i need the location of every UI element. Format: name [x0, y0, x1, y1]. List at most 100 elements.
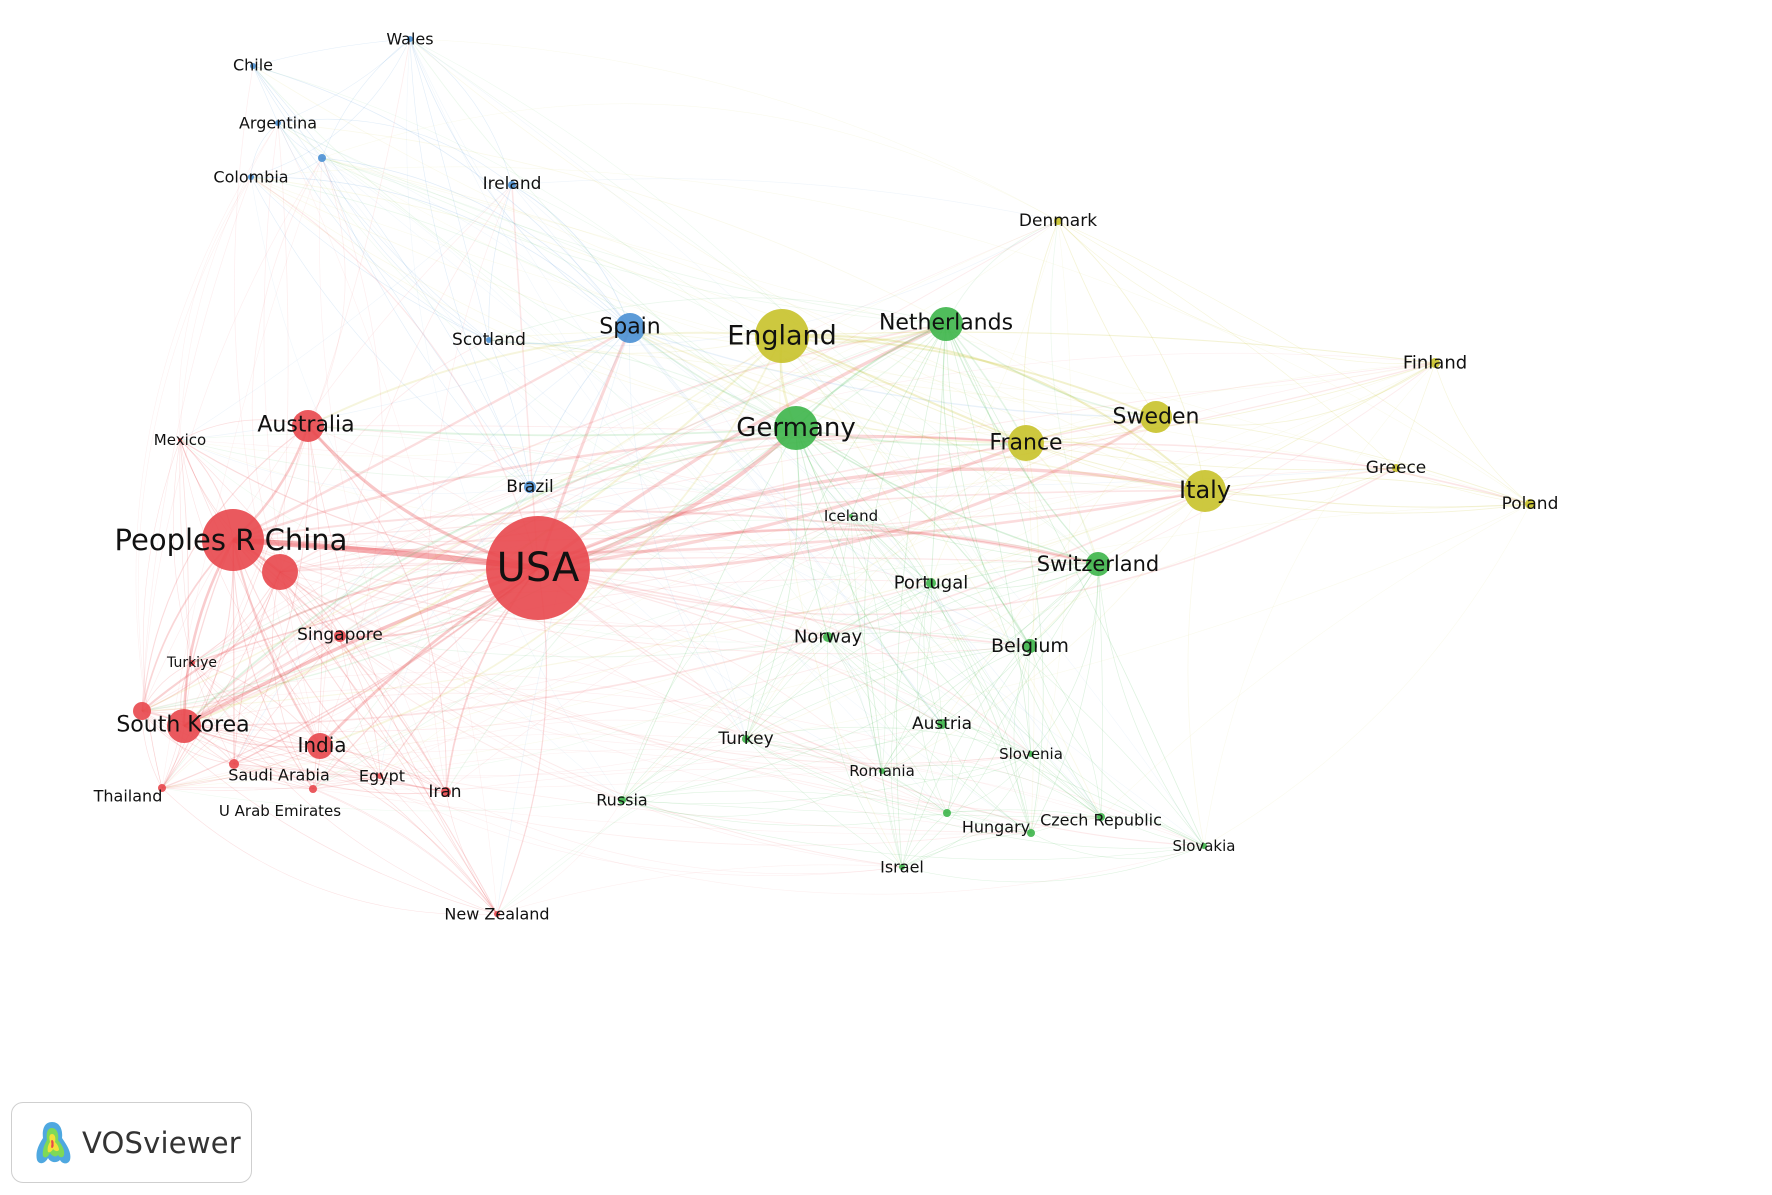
- link-france-portugal: [930, 442, 1027, 584]
- label-france: France: [989, 431, 1062, 456]
- node-russia[interactable]: [618, 796, 626, 804]
- link-germany-netherlands: [795, 323, 947, 429]
- node-poland[interactable]: [1525, 499, 1535, 509]
- node-finland[interactable]: [1430, 358, 1440, 368]
- link-spain-belgium: [629, 327, 1031, 647]
- node-turkey[interactable]: [742, 735, 750, 743]
- node-slovakia[interactable]: [1201, 843, 1207, 849]
- link-uae-pakistan: [141, 710, 314, 790]
- node-hungary[interactable]: [1027, 829, 1035, 837]
- node-australia[interactable]: [292, 410, 324, 442]
- link-singapore-slovenia: [339, 618, 1032, 755]
- link-france-italy: [1025, 440, 1206, 492]
- link-iran-netherlands: [445, 323, 947, 793]
- node-belgium[interactable]: [1023, 639, 1037, 653]
- link-india-iran: [319, 745, 447, 793]
- link-india-england: [319, 335, 783, 747]
- node-bluesmall[interactable]: [318, 154, 326, 162]
- node-brazil[interactable]: [524, 481, 536, 493]
- link-netherlands-romania: [864, 323, 947, 772]
- node-southkorea[interactable]: [167, 709, 201, 743]
- node-turkiye[interactable]: [189, 660, 195, 666]
- link-saudi-iran: [233, 763, 447, 793]
- link-mexico-portugal: [179, 434, 932, 584]
- node-czech[interactable]: [1097, 813, 1105, 821]
- link-mexico-egypt: [179, 439, 381, 777]
- node-spain[interactable]: [615, 313, 645, 343]
- link-portugal-greensmall: [917, 582, 948, 814]
- node-mexico[interactable]: [178, 438, 182, 442]
- node-germany[interactable]: [774, 406, 818, 450]
- node-pakistan[interactable]: [133, 702, 151, 720]
- link-argentina-bluesmall: [277, 122, 323, 159]
- link-newzealand-spain: [496, 327, 631, 915]
- node-argentina[interactable]: [275, 120, 281, 126]
- link-mexico-germany: [179, 427, 797, 478]
- node-greensmall[interactable]: [943, 809, 951, 817]
- node-iran[interactable]: [441, 787, 451, 797]
- node-china[interactable]: [202, 509, 264, 571]
- link-pakistan-bluesmall: [141, 157, 323, 712]
- node-norway[interactable]: [823, 632, 833, 642]
- link-wales-switzerland: [409, 38, 1099, 565]
- node-denmark[interactable]: [1054, 217, 1062, 225]
- link-spain-germany: [629, 327, 797, 429]
- node-newzealand[interactable]: [494, 911, 500, 917]
- node-ireland[interactable]: [508, 181, 516, 189]
- node-uae[interactable]: [309, 785, 317, 793]
- node-wales[interactable]: [407, 36, 413, 42]
- link-germany-turkey: [745, 427, 799, 740]
- link-switzerland-portugal: [930, 563, 1099, 589]
- link-portugal-turkey: [745, 582, 932, 740]
- label-newzealand: New Zealand: [444, 905, 549, 924]
- link-brazil-chile: [252, 65, 531, 488]
- node-usa[interactable]: [486, 516, 590, 620]
- label-romania: Romania: [849, 762, 915, 780]
- node-india[interactable]: [307, 733, 333, 759]
- node-china2[interactable]: [262, 554, 298, 590]
- link-switzerland-slovakia: [1097, 563, 1205, 847]
- label-iran: Iran: [428, 782, 461, 802]
- link-switzerland-slovenia: [1030, 563, 1099, 755]
- node-romania[interactable]: [879, 768, 885, 774]
- node-iceland[interactable]: [849, 514, 853, 518]
- node-scotland[interactable]: [486, 337, 492, 343]
- link-portugal-russia: [621, 582, 932, 801]
- node-italy[interactable]: [1184, 470, 1226, 512]
- link-iran-ireland: [427, 184, 513, 793]
- link-scotland-colombia: [250, 176, 490, 341]
- node-slovenia[interactable]: [1028, 751, 1034, 757]
- node-portugal[interactable]: [926, 578, 936, 588]
- node-thailand[interactable]: [158, 784, 166, 792]
- node-israel[interactable]: [899, 864, 905, 870]
- link-italy-turkey: [745, 490, 1206, 740]
- link-germany-austria: [795, 427, 943, 725]
- label-norway: Norway: [794, 627, 863, 648]
- link-belgium-greensmall: [946, 645, 1031, 814]
- node-england[interactable]: [755, 309, 809, 363]
- link-mexico-denmark: [179, 220, 1059, 457]
- node-saudi[interactable]: [229, 759, 239, 769]
- link-scotland-bluesmall: [321, 157, 490, 341]
- link-chile-argentina: [252, 65, 279, 124]
- label-australia: Australia: [257, 413, 354, 438]
- link-china2-pakistan: [141, 571, 281, 712]
- link-belgium-romania: [881, 645, 1031, 772]
- link-china-portugal: [232, 539, 932, 627]
- link-portugal-austria: [923, 582, 943, 725]
- link-spain-colombia: [250, 176, 631, 329]
- node-sweden[interactable]: [1140, 401, 1172, 433]
- node-france[interactable]: [1008, 425, 1044, 461]
- link-china2-thailand: [161, 571, 281, 789]
- link-southkorea-wales: [183, 38, 411, 727]
- node-greece[interactable]: [1392, 464, 1400, 472]
- node-netherlands[interactable]: [929, 307, 963, 341]
- node-singapore[interactable]: [334, 630, 346, 642]
- node-egypt[interactable]: [377, 773, 383, 779]
- node-chile[interactable]: [250, 63, 256, 69]
- node-switzerland[interactable]: [1086, 552, 1110, 576]
- link-denmark-netherlands: [945, 220, 1059, 325]
- node-austria[interactable]: [937, 719, 947, 729]
- node-colombia[interactable]: [248, 174, 254, 180]
- link-china-spain: [232, 326, 631, 542]
